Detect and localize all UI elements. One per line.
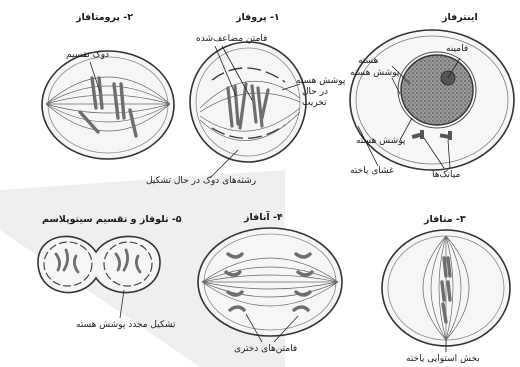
metaphase-cell (382, 230, 510, 352)
anaphase-daughter-label: فامتن‌های دختری (234, 344, 297, 355)
metaphase-equator-label: بخش استوایی یاخته (406, 354, 480, 365)
prophase-envelope-label-1: پوشش هسته (296, 76, 345, 87)
interphase-nucleus (401, 55, 473, 125)
interphase-title: اینترفاز (442, 12, 478, 23)
prometaphase-cell (42, 51, 174, 159)
prometaphase-title: ۲- پرومتافاز (76, 12, 133, 23)
anaphase-title: ۴- آنافاز (244, 212, 283, 223)
metaphase-title: ۳- متافاز (424, 214, 466, 225)
interphase-centrioles-label: میانک‌ها (432, 170, 460, 181)
prophase-title: ۱- پروفاز (236, 12, 280, 23)
prophase-cell (190, 42, 306, 178)
interphase-nucleus-label: هسته (358, 56, 378, 67)
telophase-title: ۵- تلوفاز و تقسیم سیتوپلاسم (42, 214, 182, 225)
interphase-envelope-label-lower: پوشش هسته (356, 136, 405, 147)
prophase-envelope-label-3: تخریب (302, 98, 327, 109)
interphase-chromatin-label: فامینه (446, 44, 468, 55)
telophase-envelope-label: تشکیل مجدد پوشش هسته (76, 320, 175, 331)
prophase-envelope-label-2: در حال (302, 87, 328, 98)
prophase-chromatids-label: فامتن مضاعف‌شده (196, 34, 267, 45)
interphase-envelope-label: پوشش هسته (350, 68, 399, 79)
interphase-membrane-label: غشای یاخته (350, 166, 394, 177)
prometaphase-spindle-label: دوک تقسیم (66, 50, 109, 61)
interphase-cell (350, 30, 514, 170)
prophase-spindle-label: رشته‌های دوک در حال تشکیل (146, 176, 256, 187)
